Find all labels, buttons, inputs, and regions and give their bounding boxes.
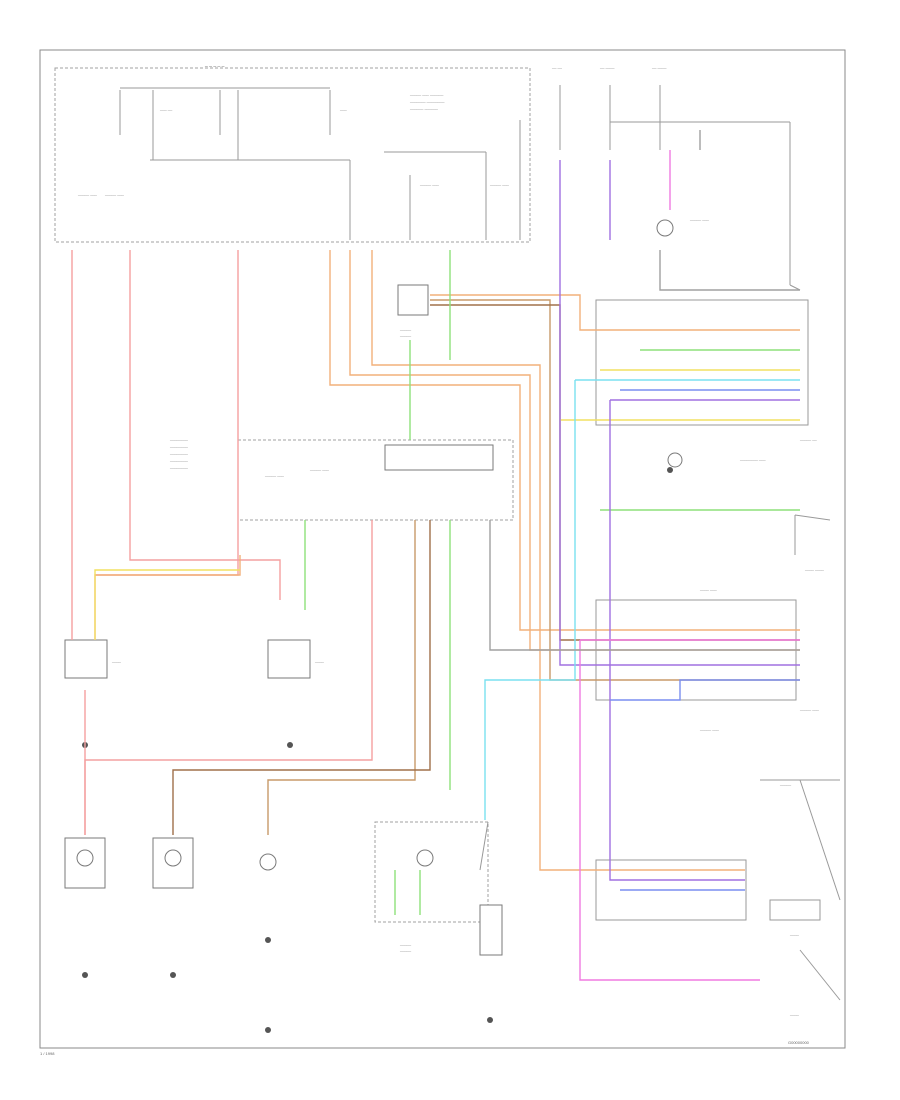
- svg-text:___ __: ___ __: [159, 106, 173, 111]
- svg-text:______ ______: ______ ______: [409, 105, 439, 110]
- headlight-relay: _____ _____: [397, 284, 429, 337]
- right-switches: ____ ____ ____ ____ _____: [760, 514, 841, 1016]
- svg-text:_____ ___: _____ ___: [489, 181, 510, 186]
- svg-text:________: ________: [169, 450, 189, 455]
- svg-text:_____ ___: _____ ___: [264, 472, 285, 477]
- wire-grey-1: [489, 520, 800, 651]
- central-control-module: ________ ________ ________ ________ ____…: [169, 436, 514, 521]
- right-connector-block: _____ __ ________ ___ ____ ___ _____ ___…: [595, 299, 820, 921]
- svg-text:_____: _____: [399, 326, 412, 331]
- svg-text:________: ________: [169, 457, 189, 462]
- wire-harness: [71, 130, 800, 981]
- wire-blue-2: [610, 679, 800, 701]
- wire-tan-2: [430, 299, 800, 681]
- wire-brown-2: [430, 304, 800, 641]
- svg-text:____: ____: [789, 1011, 800, 1016]
- svg-text:_____: _____: [779, 781, 792, 786]
- right-headlight: ____: [267, 639, 325, 679]
- wire-orange-4: [430, 294, 800, 331]
- svg-text:____ ___: ____ ___: [699, 586, 717, 591]
- svg-text:____: ____: [111, 658, 122, 663]
- wire-red-5: [84, 520, 373, 835]
- svg-text:____: ____: [314, 658, 325, 663]
- svg-text:_____ ___: _____ ___: [689, 216, 710, 221]
- wire-purple-4: [609, 400, 745, 881]
- svg-text:__ ____: __ ____: [599, 64, 615, 69]
- svg-text:_____ ___: _____ ___: [799, 706, 820, 711]
- relay-box-top: _ _ _ _ _ _____ ___ ______ _______ _____…: [54, 62, 531, 243]
- svg-text:_____ ___: _____ ___: [309, 466, 330, 471]
- svg-text:_____ ___: _____ ___: [419, 181, 440, 186]
- footer-right: G00000000: [788, 1040, 810, 1045]
- svg-text:________: ________: [169, 436, 189, 441]
- svg-text:_____ ___: _____ ___: [77, 191, 98, 196]
- wire-purple-1: [559, 160, 800, 666]
- svg-text:_____: _____: [399, 332, 412, 337]
- svg-text:________: ________: [169, 443, 189, 448]
- svg-text:__ __: __ __: [551, 64, 563, 69]
- svg-text:________: ________: [169, 464, 189, 469]
- svg-text:___: ___: [339, 106, 347, 111]
- cluster-module: _____ _____: [374, 821, 489, 952]
- wire-pink-2: [579, 640, 760, 981]
- wire-orange-5: [95, 555, 241, 576]
- wire-red-3: [94, 250, 239, 640]
- indicator-lamp: [259, 853, 277, 871]
- left-headlight: ____: [64, 639, 122, 679]
- svg-text:_____ __: _____ __: [799, 436, 817, 441]
- fuse-column-top-right: __ __ __ ____ __ ____ _____ ___: [551, 64, 801, 291]
- wire-red-2: [129, 250, 281, 600]
- wire-grey-3: [659, 250, 800, 291]
- svg-text:_ _ _ _ _: _ _ _ _ _: [204, 62, 225, 68]
- wire-orange-3: [371, 250, 745, 871]
- svg-text:________ ___: ________ ___: [739, 456, 766, 461]
- diagram-border: [39, 49, 846, 1049]
- wire-cyan-2: [484, 380, 576, 820]
- grounds: [82, 467, 673, 1033]
- left-lamp: [64, 837, 106, 889]
- footer-left: 1 / 1998: [40, 1051, 55, 1056]
- wire-brown-1: [172, 520, 431, 835]
- svg-text:_______ ________: _______ ________: [409, 98, 445, 103]
- svg-text:_____: _____: [399, 947, 412, 952]
- svg-text:____: ____: [789, 931, 800, 936]
- wire-tan-1: [267, 520, 416, 835]
- right-lamp: [152, 837, 194, 889]
- fuse-lower: [479, 821, 503, 956]
- svg-text:_____ ___: _____ ___: [104, 191, 125, 196]
- svg-text:____ ____: ____ ____: [804, 566, 825, 571]
- svg-text:_____ ___: _____ ___: [699, 726, 720, 731]
- svg-text:_____: _____: [399, 941, 412, 946]
- wire-orange-1: [329, 250, 800, 631]
- wire-yellow-3: [94, 569, 240, 640]
- svg-text:__ ____: __ ____: [651, 64, 667, 69]
- svg-text:_____ ___ ______: _____ ___ ______: [409, 91, 444, 96]
